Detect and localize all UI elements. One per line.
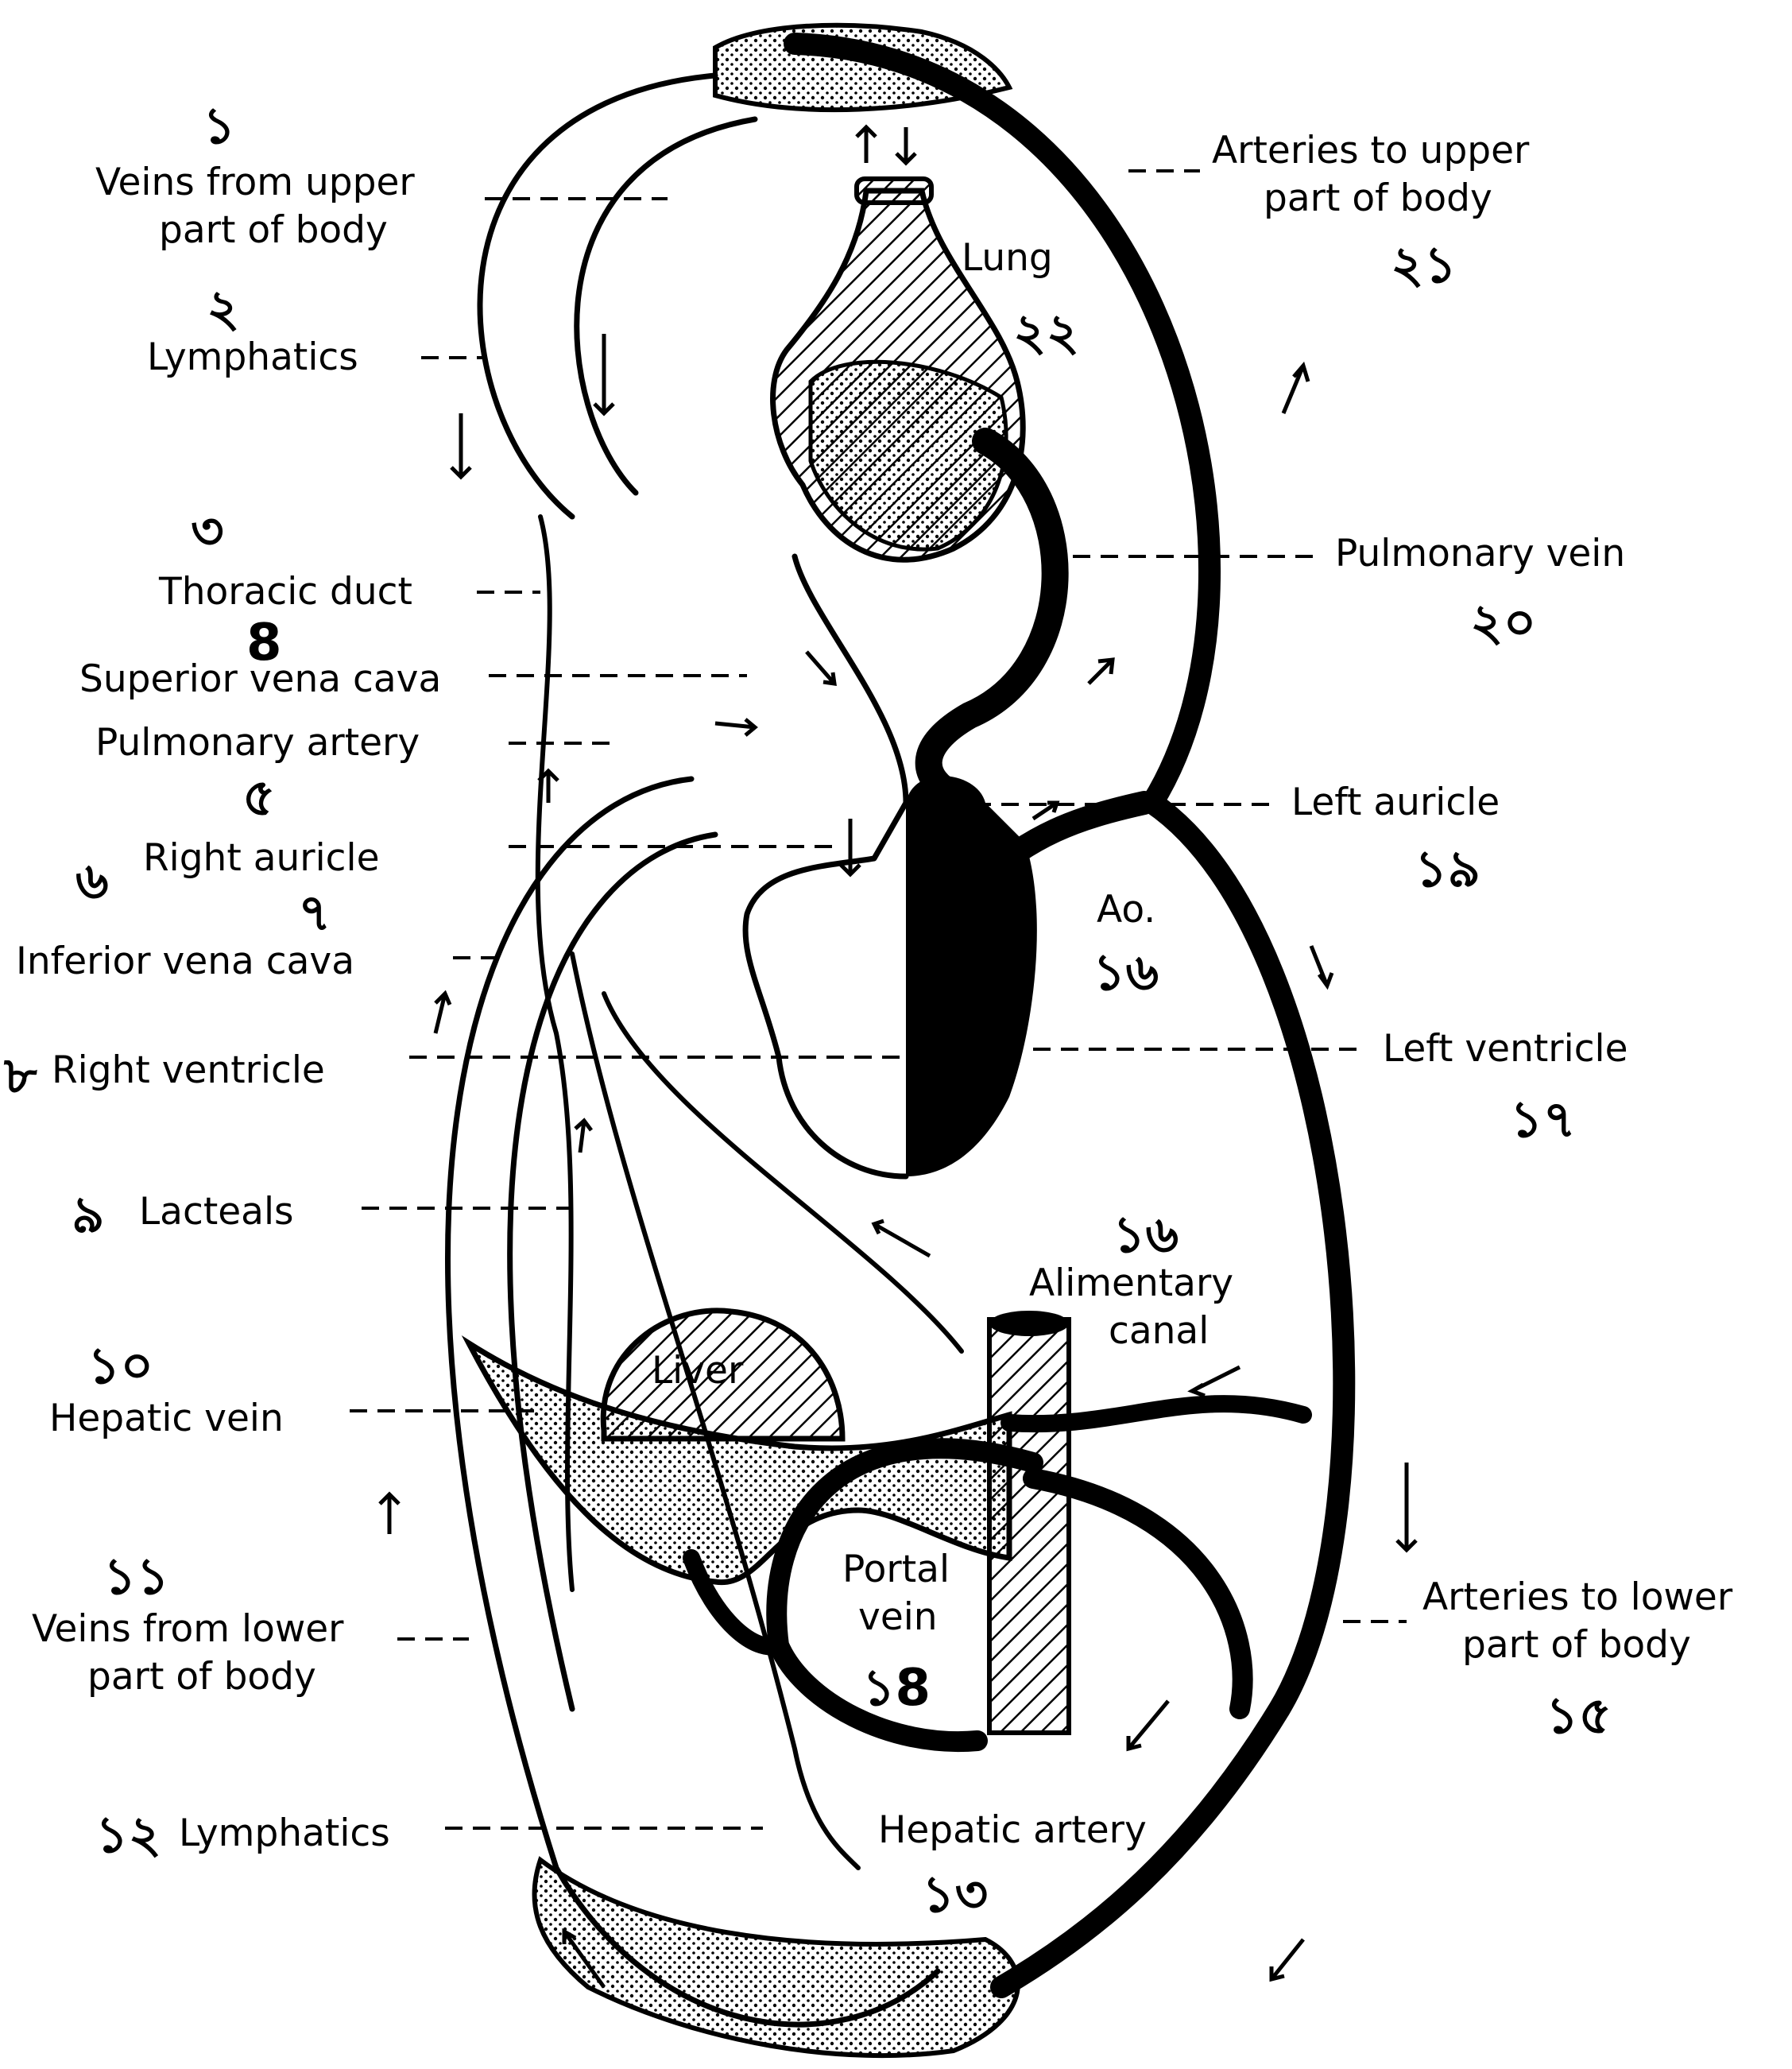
number-hepatic-vein: ১০: [87, 1337, 153, 1396]
number-veins-lower: ১১: [103, 1548, 169, 1606]
heart: [745, 556, 1037, 1176]
systemic-outer-vein-left: [480, 76, 755, 517]
number-lymphatics-lower: ১২: [95, 1806, 161, 1865]
label-thoracic-duct: Thoracic duct: [158, 570, 412, 614]
number-portal-vein: ১8: [862, 1659, 931, 1718]
label-alimentary-line1: Alimentary: [1029, 1261, 1233, 1305]
number-veins-upper: ১: [203, 97, 236, 156]
label-lung: Lung: [962, 236, 1053, 280]
number-arteries-upper: ২১: [1391, 236, 1457, 295]
alimentary-canal-shape: [989, 1311, 1069, 1733]
label-veins-upper-line1: Veins from upper: [95, 161, 415, 204]
number-arteries-lower: ১৫: [1546, 1687, 1612, 1745]
number-hepatic-artery: ১৩: [922, 1866, 988, 1924]
label-arteries-lower-line1: Arteries to lower: [1422, 1575, 1733, 1619]
label-pulmonary-artery: Pulmonary artery: [95, 721, 420, 765]
label-inferior-vena-cava: Inferior vena cava: [16, 940, 354, 983]
label-portal-line1: Portal: [842, 1548, 950, 1591]
label-superior-vena-cava: Superior vena cava: [79, 657, 441, 701]
label-right-auricle: Right auricle: [143, 836, 380, 880]
label-lymphatics-lower: Lymphatics: [179, 1811, 390, 1855]
number-lymphatics-upper: ২: [207, 280, 240, 339]
number-right-auricle: ৬: [75, 852, 109, 911]
label-lacteals: Lacteals: [139, 1190, 294, 1234]
label-hepatic-artery: Hepatic artery: [878, 1808, 1147, 1852]
label-liver: Liver: [652, 1349, 744, 1393]
label-alimentary-line2: canal: [1109, 1309, 1209, 1353]
number-right-ventricle: ৮: [3, 1047, 37, 1106]
number-pulmonary-vein: ২০: [1470, 594, 1536, 653]
label-right-ventricle: Right ventricle: [52, 1048, 325, 1092]
label-arteries-lower-line2: part of body: [1462, 1623, 1691, 1667]
label-arteries-upper-line2: part of body: [1264, 176, 1492, 220]
label-left-ventricle: Left ventricle: [1383, 1027, 1628, 1071]
label-lymphatics-upper: Lymphatics: [147, 335, 358, 379]
number-aorta: ১৬: [1093, 943, 1159, 1002]
number-thoracic-duct: ৩: [191, 502, 224, 561]
number-left-auricle: ১৯: [1415, 840, 1480, 899]
label-arteries-upper-line1: Arteries to upper: [1212, 129, 1530, 172]
label-left-auricle: Left auricle: [1291, 781, 1500, 824]
label-aorta: Ao.: [1097, 888, 1155, 932]
number-alimentary-canal: ১৬: [1113, 1206, 1179, 1265]
number-lung: ২২: [1013, 304, 1079, 362]
label-veins-lower-line1: Veins from lower: [32, 1607, 344, 1651]
number-inferior-vena-cava: ৭: [298, 884, 331, 943]
label-hepatic-vein: Hepatic vein: [49, 1397, 284, 1440]
number-left-ventricle: ১৭: [1510, 1091, 1576, 1149]
label-portal-line2: vein: [858, 1595, 938, 1639]
number-lacteals: ৯: [72, 1186, 105, 1245]
number-pulmonary-artery: ৫: [242, 769, 276, 827]
label-veins-upper-line2: part of body: [159, 208, 388, 252]
label-pulmonary-vein: Pulmonary vein: [1335, 532, 1625, 575]
label-veins-lower-line2: part of body: [87, 1655, 316, 1699]
capillary-bed-upper: [715, 25, 1009, 110]
